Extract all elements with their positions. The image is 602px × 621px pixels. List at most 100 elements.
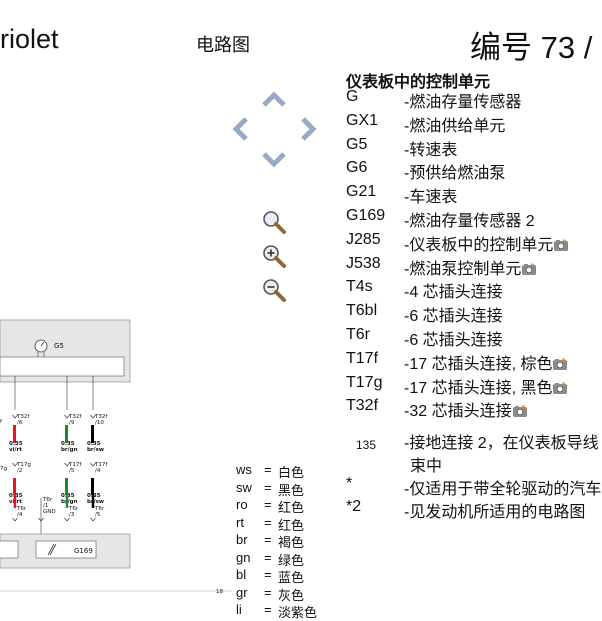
camera-icon[interactable] <box>553 382 568 394</box>
wire-section-label: 0.35 <box>87 441 101 447</box>
document-title-fragment: riolet <box>0 24 59 54</box>
equals-sign: = <box>264 497 272 512</box>
camera-icon[interactable] <box>553 358 568 370</box>
equals-sign: = <box>264 479 272 495</box>
zoom-in-button[interactable] <box>260 242 290 272</box>
legend-desc: -燃油存量传感器 <box>404 94 522 111</box>
connector-pin-label: /3 <box>69 512 75 518</box>
connector-pin-mark <box>64 462 70 467</box>
color-name: 红色 <box>278 517 305 533</box>
connector-pin-mark <box>64 517 70 522</box>
note1-code: * <box>346 475 353 492</box>
wire-color-label: br/sw <box>87 447 104 453</box>
zoom-in-icon <box>263 245 286 268</box>
t32f-left-fragment: f <box>0 419 3 425</box>
legend-code: G169 <box>346 207 386 224</box>
zoom-out-icon <box>263 279 286 302</box>
g5-label: G5 <box>54 342 64 350</box>
connector-pin-label: T6r <box>94 506 105 512</box>
legend-desc: -17 芯插头连接, 棕色 <box>404 350 568 374</box>
chevron-down-icon <box>262 152 286 168</box>
equals-sign: = <box>264 584 272 600</box>
legend-desc: -仪表板中的控制单元 <box>404 231 569 255</box>
connector-pin-mark <box>90 414 96 419</box>
legend-code: T4s <box>346 278 373 296</box>
connector-pin-label: T17f <box>94 462 108 468</box>
connector-pin-mark <box>12 462 18 467</box>
legend-code: G5 <box>346 135 368 153</box>
nav-right-button[interactable] <box>292 114 322 144</box>
wire-color-label: br/gn <box>61 499 78 505</box>
camera-icon[interactable] <box>522 263 537 275</box>
legend-desc: -4 芯插头连接 <box>404 284 503 302</box>
wire-vi-rt-lower <box>13 478 16 495</box>
wire-section-label: 0.35 <box>61 441 75 447</box>
connector-pin-mark <box>38 517 44 522</box>
connector-pin-label: /9 <box>69 420 75 426</box>
legend-desc: -6 芯插头连接 <box>404 308 503 326</box>
legend-code: T32f <box>346 397 379 415</box>
legend-code: T6r <box>346 326 370 343</box>
document-type-label: 电路图 <box>196 35 250 55</box>
connector-pin-label: T32f <box>16 414 30 420</box>
legend-desc: -预供给燃油泵 <box>404 165 506 183</box>
legend-desc: -燃油供给单元 <box>404 117 506 135</box>
connector-pin-label: /6 <box>17 420 23 426</box>
equals-sign: = <box>264 462 272 477</box>
equals-sign: = <box>264 514 272 530</box>
connector-pin-mark <box>90 517 96 522</box>
legend-code: T6bl <box>346 302 378 320</box>
wire-vi-rt-upper <box>13 425 16 443</box>
connector-pin-label: /10 <box>95 420 104 426</box>
connector-pin-label: T32f <box>68 414 82 420</box>
connector-pin-label: /2 <box>17 468 22 474</box>
connector-pin-label: T6r <box>68 506 79 512</box>
color-name: 红色 <box>278 500 305 515</box>
color-code: gn <box>236 549 251 565</box>
connector-pin-label: T6r <box>42 497 53 503</box>
connector-pin-label: T32f <box>94 414 108 420</box>
ground-code: 135 <box>356 438 377 452</box>
sensor-symbol <box>47 543 57 556</box>
t17g-left-fragment: 7g <box>0 466 7 472</box>
legend-code: GX1 <box>346 111 379 129</box>
legend-code: G <box>346 88 359 105</box>
equals-sign: = <box>264 549 272 565</box>
nav-down-button[interactable] <box>259 143 289 173</box>
legend-code: T17f <box>346 349 379 367</box>
color-name: 白色 <box>278 465 305 480</box>
note1-desc: -仅适用于带全轮驱动的汽车 <box>404 481 602 498</box>
color-name: 褐色 <box>278 535 305 550</box>
connector-pin-label: T17f <box>68 462 82 468</box>
color-code: rt <box>236 514 244 530</box>
chevron-right-icon <box>301 117 317 141</box>
zoom-out-button[interactable] <box>260 276 290 306</box>
color-code: bl <box>236 567 247 582</box>
note2-desc: -见发动机所适用的电路图 <box>404 504 586 521</box>
legend-desc: -17 芯插头连接, 黑色 <box>404 374 568 398</box>
connector-pin-mark <box>90 462 96 467</box>
legend-code: J538 <box>346 254 381 272</box>
search-button[interactable] <box>260 208 290 238</box>
camera-icon[interactable] <box>512 405 527 418</box>
color-name: 绿色 <box>278 552 305 568</box>
connector-pin-label: /4 <box>17 512 23 518</box>
color-name: 灰色 <box>278 587 305 603</box>
wire-br-sw-upper <box>91 425 94 443</box>
connector-pin-mark <box>12 414 18 419</box>
ground-desc-line2: 束中 <box>410 458 443 475</box>
chevron-up-icon <box>262 91 286 107</box>
camera-icon[interactable] <box>554 239 569 251</box>
nav-up-button[interactable] <box>259 86 289 116</box>
tachometer-symbol <box>34 339 48 357</box>
connector-pin-label: /5 <box>95 512 101 518</box>
legend-desc: -32 芯插头连接 <box>404 397 527 421</box>
color-code: gr <box>236 584 248 600</box>
connector-pin-label: T17g <box>16 462 31 468</box>
equals-sign: = <box>264 567 272 582</box>
color-name: 黑色 <box>278 482 305 498</box>
nav-left-button[interactable] <box>227 114 257 144</box>
ground-desc-line1: -接地连接 2，在仪表板导线 <box>404 435 599 452</box>
color-code: ws <box>236 462 252 477</box>
